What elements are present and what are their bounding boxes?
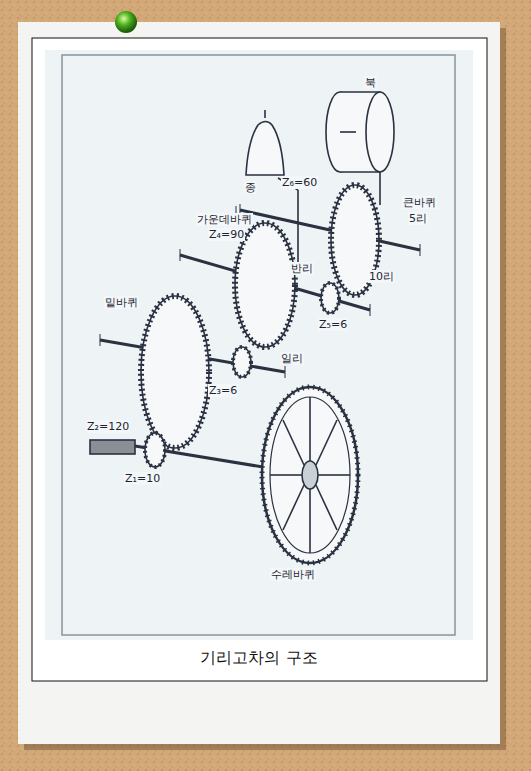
- gear-z2: [141, 296, 209, 448]
- part-label: 수레바퀴: [270, 568, 316, 581]
- gear-teeth: [141, 296, 209, 448]
- drum-stick: [340, 131, 356, 133]
- part-label: 종: [244, 181, 257, 194]
- part-label: 반리: [290, 262, 314, 275]
- part-label: Z₁=10: [124, 472, 161, 485]
- card-shadow: [24, 28, 506, 750]
- frame-border: [32, 38, 487, 681]
- cart-wheel-tread: [262, 387, 358, 563]
- wheel-spokes: [270, 397, 350, 553]
- bell-rod: [297, 190, 299, 262]
- wheel-hub: [302, 461, 318, 489]
- pinion-z3: [233, 347, 251, 377]
- part-label: 일리: [280, 352, 304, 365]
- pinion-teeth: [321, 283, 339, 313]
- gear-z4: [235, 223, 295, 347]
- part-label: 큰바퀴: [402, 196, 437, 209]
- pinion-z1: [145, 433, 165, 467]
- bell: [246, 122, 284, 176]
- odometer-mechanism: [90, 92, 420, 563]
- part-label: Z₆=60: [281, 176, 318, 189]
- part-label: 북: [364, 76, 377, 89]
- pinion-z5: [321, 283, 339, 313]
- drum-rod: [379, 172, 381, 205]
- cart-frame: [90, 440, 135, 454]
- pinion-teeth: [145, 433, 165, 467]
- part-label: 10리: [368, 270, 395, 283]
- part-label: Z₅=6: [318, 318, 348, 331]
- bearing-marks: [100, 204, 420, 378]
- push-pin: [115, 11, 137, 33]
- part-label: 가운데바퀴: [196, 213, 253, 226]
- figure-caption: 기리고차의 구조: [200, 648, 317, 669]
- scan-border: [62, 55, 455, 635]
- cart-wheel: [262, 387, 358, 563]
- drum-face: [366, 92, 394, 172]
- gear-teeth: [235, 223, 295, 347]
- photo-card: [18, 22, 500, 744]
- part-label: Z₄=90: [208, 228, 245, 241]
- part-label: 5리: [408, 212, 428, 225]
- pinion-teeth: [233, 347, 251, 377]
- part-label: 밑바퀴: [104, 296, 139, 309]
- part-label: Z₃=6: [208, 384, 238, 397]
- scan-area: [45, 50, 473, 640]
- part-label: Z₂=120: [86, 420, 130, 433]
- bell-hook: [264, 110, 266, 118]
- cart-wheel-rim: [270, 397, 350, 553]
